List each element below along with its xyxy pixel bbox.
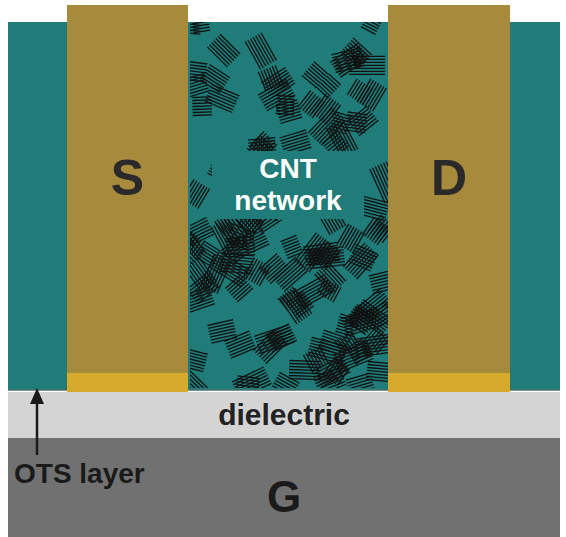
node-label: D	[431, 150, 467, 208]
dielectric-layer: dielectric	[8, 392, 560, 438]
node-label: dielectric	[218, 398, 350, 433]
callout-label: OTS layer	[14, 458, 145, 490]
cnt-texture	[190, 22, 388, 388]
drain-electrode: D	[388, 5, 510, 392]
source-electrode: S	[67, 5, 188, 392]
node-label: CNT network	[212, 151, 364, 219]
cnt-channel: CNT network	[188, 22, 388, 388]
arrow-head	[30, 388, 44, 404]
node-label: S	[111, 150, 144, 208]
cnt-region	[188, 22, 388, 388]
leader-line	[36, 402, 39, 455]
node-label: G	[267, 472, 301, 523]
